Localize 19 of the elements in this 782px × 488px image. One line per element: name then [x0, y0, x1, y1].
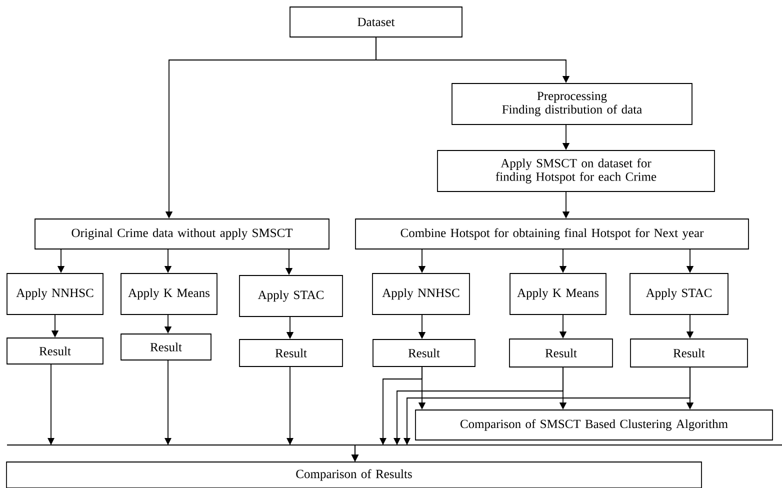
process-box: Dataset	[290, 6, 462, 38]
process-box: Result	[120, 334, 212, 360]
process-box: Original Crime data without apply SMSCT	[34, 218, 330, 250]
process-box: Result	[372, 339, 476, 367]
process-box: Apply NNHSC	[372, 273, 470, 315]
process-box: Result	[630, 338, 748, 368]
process-box: Apply K Means	[510, 273, 606, 315]
process-box: Apply STAC	[239, 275, 343, 317]
process-box: Combine Hotspot for obtaining final Hotspot for Next year	[355, 218, 749, 250]
process-box: Result	[6, 338, 104, 364]
process-box: Comparison of Results	[6, 462, 702, 488]
process-box: Apply STAC	[630, 273, 728, 315]
process-box: Result	[239, 339, 343, 367]
process-box: Apply NNHSC	[6, 273, 104, 315]
process-box: Apply SMSCT on dataset for finding Hotspot for each Crime	[437, 150, 715, 192]
process-box: Apply K Means	[120, 273, 218, 315]
process-box: Comparison of SMSCT Based Clustering Algorithm	[415, 410, 773, 440]
process-box: Preprocessing Finding distribution of data	[452, 83, 692, 125]
process-box: Result	[509, 338, 613, 368]
